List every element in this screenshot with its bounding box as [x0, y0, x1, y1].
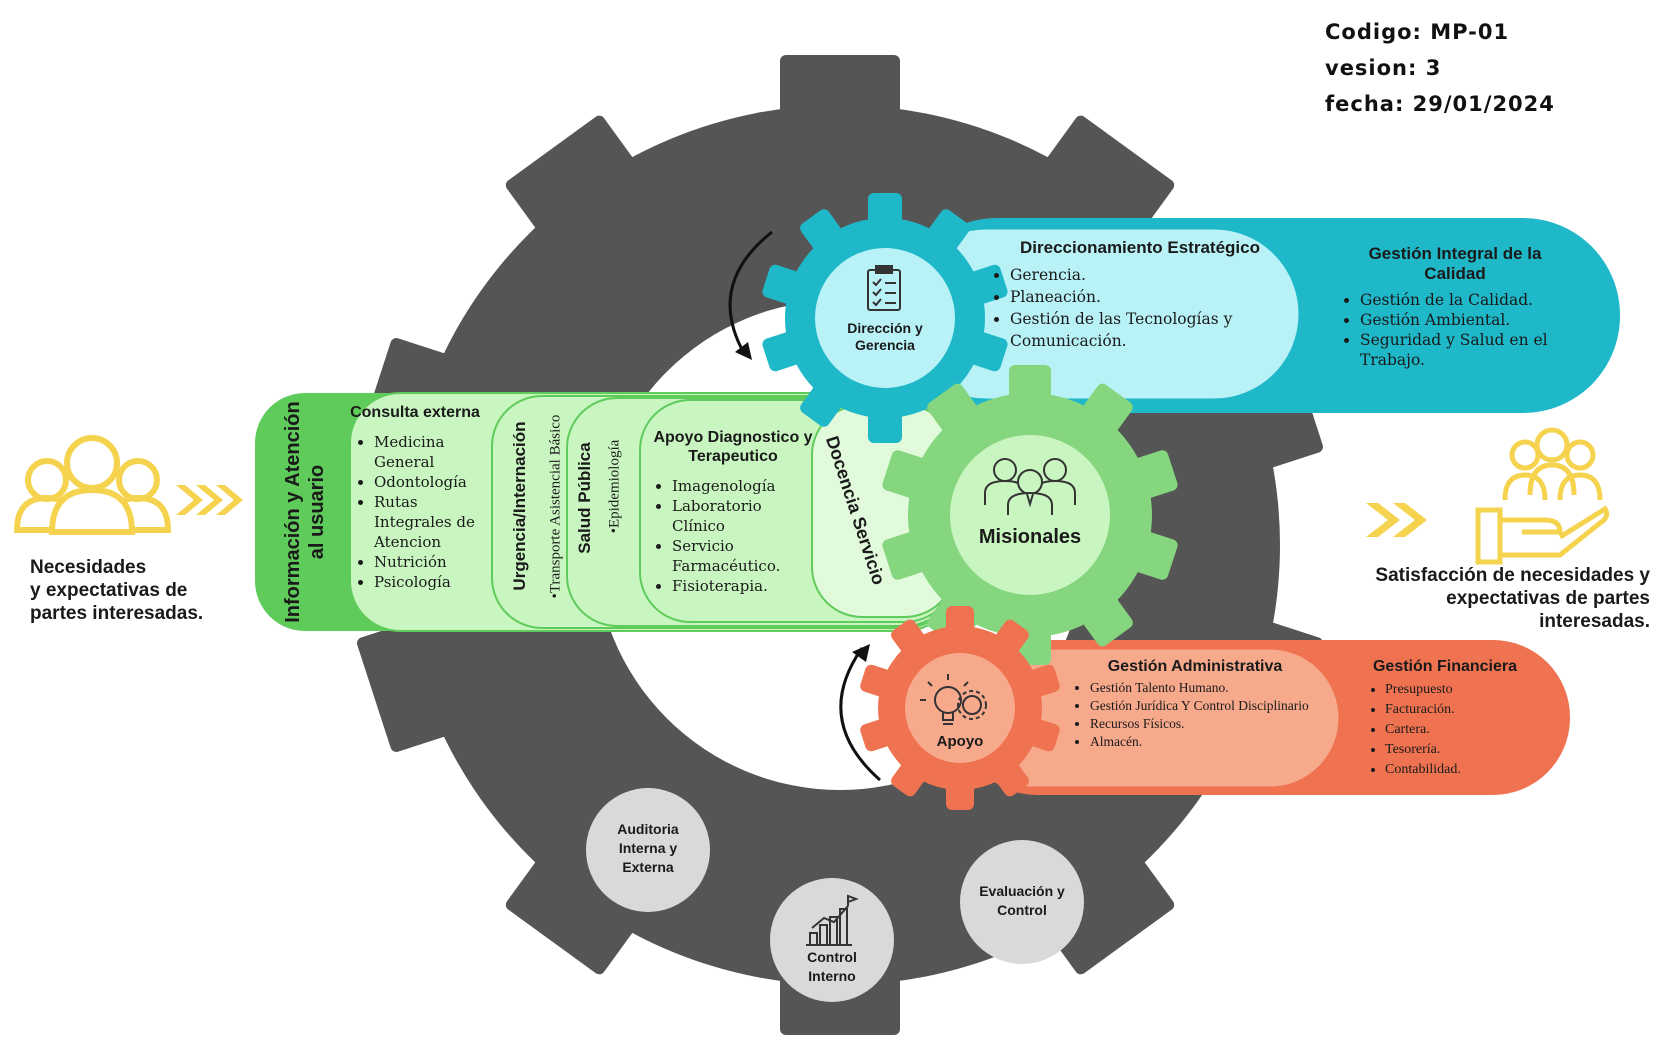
gear-tooth	[1124, 529, 1178, 580]
rotation-arrow-bottom	[839, 647, 881, 782]
gear-tooth	[946, 606, 974, 640]
gear-tooth	[927, 383, 983, 441]
clipboard-icon	[867, 265, 901, 311]
misionales-gear-label: Misionales	[978, 526, 1082, 548]
salud-publica-sub: •Epidemiología	[606, 439, 623, 534]
evaluacion-circle	[960, 840, 1084, 964]
calidad-title: Gestión Integral de la Calidad	[1368, 244, 1542, 283]
apoyo-dx-title: Apoyo Diagnostico y Terapeutico	[653, 429, 813, 465]
calidad-list: Gestión de la Calidad. Gestión Ambiental…	[1340, 290, 1570, 370]
auditoria-label: Auditoria Interna y Externa	[617, 821, 679, 875]
hand-people-icon	[1475, 427, 1610, 565]
meta-fecha: fecha: 29/01/2024	[1325, 92, 1555, 116]
gear-tooth	[868, 403, 902, 443]
gear-tooth	[882, 529, 936, 580]
gear-tooth	[800, 379, 847, 427]
financiera-list: Presupuesto Facturación. Cartera. Tesore…	[1345, 680, 1545, 780]
administrativa-list: Gestión Talento Humano. Gestión Jurídica…	[1070, 679, 1320, 751]
evaluacion-label: Evaluación y Control	[979, 883, 1065, 918]
right-satisfaction-text: Satisfacción de necesidades y expectativ…	[1375, 565, 1650, 632]
gear-tooth	[1077, 383, 1133, 441]
gear-tooth	[505, 115, 640, 239]
gear-tooth	[1077, 589, 1133, 647]
left-needs-text: Necesidades y expectativas de partes int…	[30, 557, 204, 624]
meta-version: vesion: 3	[1325, 56, 1442, 80]
administrativa-title: Gestión Administrativa	[1107, 658, 1283, 675]
left-chevrons-icon	[176, 485, 243, 515]
gear-tooth	[860, 717, 899, 752]
team-icon	[984, 458, 1076, 515]
document-meta: Codigo: MP-01 vesion: 3 fecha: 29/01/202…	[1325, 14, 1555, 122]
gear-tooth	[1021, 664, 1060, 699]
consulta-externa: Consulta externa Medicina General Odonto…	[350, 403, 480, 592]
financiera-title: Gestión Financiera	[1372, 658, 1518, 675]
auditoria-circle	[586, 788, 710, 912]
informacion-atencion-label: Información y Atención al usuario	[282, 401, 328, 623]
bar-chart-icon	[806, 894, 859, 946]
people-group-icon	[13, 435, 172, 535]
gear-tooth	[891, 619, 929, 659]
consulta-title: Consulta externa	[350, 404, 480, 421]
gestion-administrativa: Gestión Administrativa Gestión Talento H…	[1070, 658, 1320, 751]
gear-tooth	[762, 264, 808, 307]
gear-tooth	[780, 55, 900, 125]
direccion-gear-label: Dirección y Gerencia	[847, 320, 923, 353]
apoyo-dx-list: Imagenología Laboratorio Clínico Servici…	[648, 476, 818, 596]
rotation-arrowhead-top	[735, 342, 752, 360]
rotation-arrow-top	[728, 230, 773, 356]
control-interno-circle	[770, 878, 894, 1002]
cyan-gear	[762, 193, 1008, 443]
control-interno-label: Control Interno	[807, 949, 857, 984]
gestion-financiera: Gestión Financiera Presupuesto Facturaci…	[1345, 658, 1545, 780]
apoyo-diagnostico: Apoyo Diagnostico y Terapeutico Imagenol…	[648, 428, 818, 596]
gear-tooth	[962, 329, 1008, 372]
direccionamiento-list: Gerencia. Planeación. Gestión de las Tec…	[990, 264, 1290, 352]
gear-tooth	[868, 193, 902, 233]
gear-tooth	[946, 776, 974, 810]
gear-tooth	[923, 209, 970, 257]
gear-tooth	[1040, 115, 1175, 239]
orange-gear	[860, 606, 1060, 810]
consulta-list: Medicina General Odontología Rutas Integ…	[350, 432, 480, 592]
right-chevrons-icon	[1366, 503, 1427, 537]
gear-tooth	[991, 757, 1029, 797]
gear-tooth	[1040, 851, 1175, 975]
rotation-arrowhead-bottom	[852, 644, 870, 662]
gear-tooth	[1124, 450, 1178, 501]
urgencia-sub: •Transporte Asistencial Básico	[547, 414, 564, 599]
gestion-calidad: Gestión Integral de la Calidad Gestión d…	[1340, 244, 1570, 370]
gear-tooth	[505, 851, 640, 975]
apoyo-gear-label: Apoyo	[936, 733, 984, 750]
gear-tooth	[1021, 717, 1060, 752]
gear-tooth	[357, 619, 458, 752]
gear-tooth	[1009, 365, 1051, 410]
direccionamiento-estrategico: Direccionamiento Estratégico Gerencia. P…	[990, 238, 1290, 352]
lightbulb-gear-icon	[920, 674, 987, 725]
salud-publica-title: Salud Pública	[575, 442, 594, 554]
gear-tooth	[882, 450, 936, 501]
gear-tooth	[800, 209, 847, 257]
gear-tooth	[891, 757, 929, 797]
gear-tooth	[762, 329, 808, 372]
urgencia-title: Urgencia/Internación	[510, 421, 529, 591]
gear-tooth	[860, 664, 899, 699]
gear-tooth	[962, 264, 1008, 307]
meta-codigo: Codigo: MP-01	[1325, 20, 1510, 44]
gear-tooth	[991, 619, 1029, 659]
direccionamiento-title: Direccionamiento Estratégico	[1020, 238, 1260, 257]
